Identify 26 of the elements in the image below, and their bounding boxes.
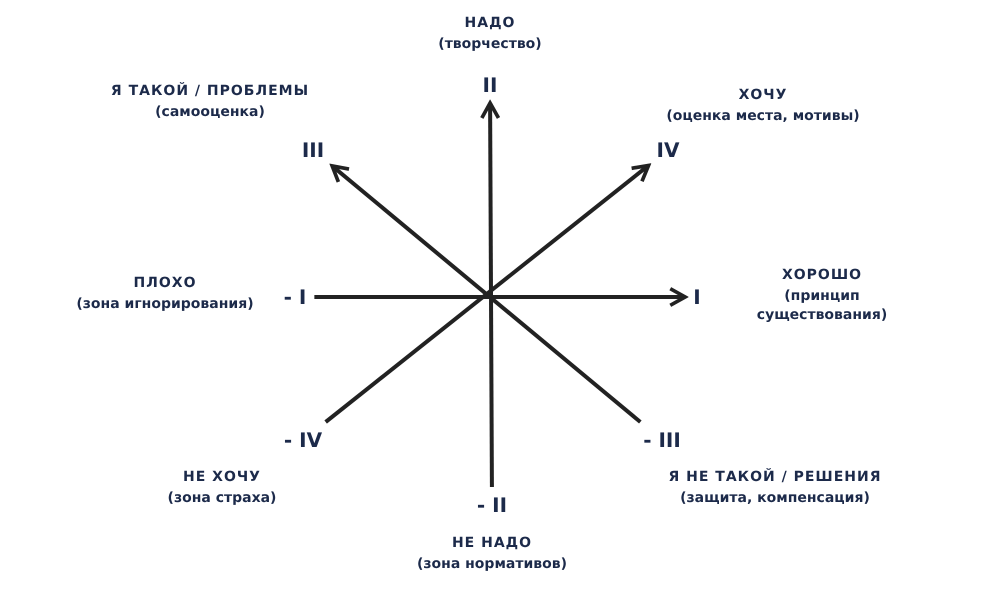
zone-subtitle: (оценка места, мотивы): [666, 107, 860, 126]
zone-heading: ХОРОШО: [782, 266, 862, 285]
axis-arrow: [314, 286, 688, 308]
zone-heading: НАДО: [464, 14, 516, 33]
axis-numeral: - III: [641, 428, 683, 452]
zone-subtitle: (зона страха): [168, 489, 276, 508]
zone-heading: ХОЧУ: [738, 86, 788, 105]
zone-heading: Я ТАКОЙ / ПРОБЛЕМЫ: [110, 82, 310, 101]
zone-subtitle: (самооценка): [155, 103, 265, 122]
zone-subtitle: (творчество): [438, 35, 542, 54]
zone-subtitle: (зона игнорирования): [76, 295, 254, 314]
axis-numeral: I: [691, 285, 703, 309]
axis-numeral: III: [300, 138, 326, 162]
axis-numeral: IV: [654, 138, 682, 162]
zone-subtitle: (защита, компенсация): [680, 489, 870, 508]
zone-subtitle: (зона нормативов): [417, 555, 567, 574]
zone-heading: ПЛОХО: [134, 274, 196, 293]
axis-numeral: - I: [282, 285, 308, 309]
zone-heading: НЕ ХОЧУ: [183, 468, 261, 487]
axis-arrow: [480, 101, 500, 487]
axis-numeral: - IV: [282, 428, 324, 452]
zone-subtitle: (принцип существования): [756, 287, 888, 325]
axis-numeral: - II: [474, 493, 510, 517]
axis-numeral: II: [480, 73, 500, 97]
zone-heading: Я НЕ ТАКОЙ / РЕШЕНИЯ: [668, 468, 882, 487]
zone-heading: НЕ НАДО: [452, 534, 532, 553]
